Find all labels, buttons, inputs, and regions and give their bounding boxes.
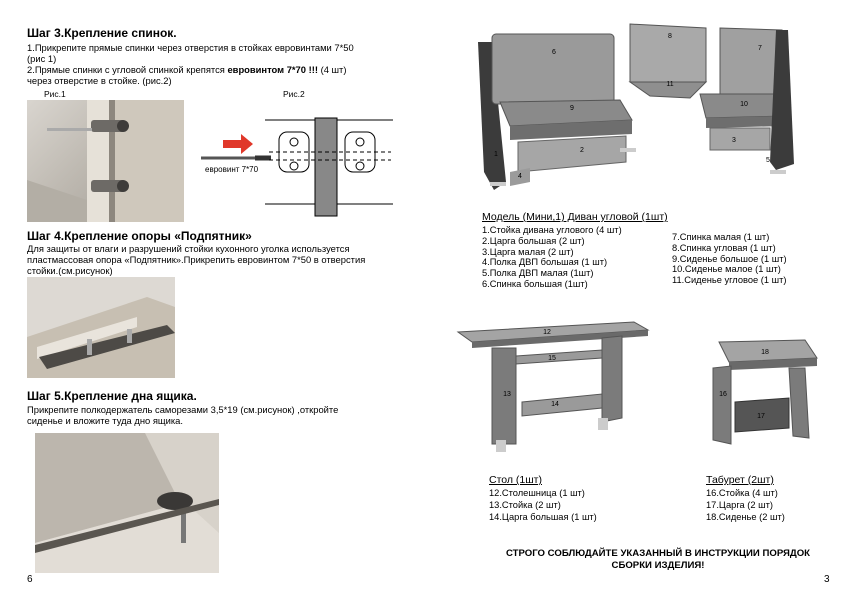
step5-line2: сиденье и вложите туда дно ящика.: [27, 415, 183, 426]
sofa-part-9: 9.Сиденье большое (1 шт): [672, 253, 787, 264]
part-marker-6: 6: [552, 49, 556, 56]
step4-text: Для защиты от влаги и разрушений стойки …: [27, 243, 427, 276]
stool-part-16: 16.Стойка (4 шт): [706, 488, 778, 498]
warning-line2: СБОРКИ ИЗДЕЛИЯ!: [611, 560, 705, 571]
stool-part-17: 17.Царга (2 шт): [706, 500, 773, 510]
part-marker-5: 5: [766, 157, 770, 164]
stool-parts: 16.Стойка (4 шт) 17.Царга (2 шт) 18.Сиде…: [706, 487, 785, 523]
part-marker-1: 1: [494, 151, 498, 158]
part-marker-4: 4: [518, 173, 522, 180]
step3-line1: 1.Прикрепите прямые спинки через отверст…: [27, 42, 354, 53]
part-marker-11: 11: [666, 81, 673, 88]
fig1-caption: Рис.1: [44, 89, 66, 99]
step4-photo: [27, 277, 175, 378]
sofa-drawing: 1 2 3 4 5 6 7 8 9 10 11: [478, 23, 794, 190]
part-marker-16: 16: [719, 391, 727, 398]
step4-title: Шаг 4.Крепление опоры «Подпятник»: [27, 229, 252, 243]
part-marker-2: 2: [580, 147, 584, 154]
step3-line3-pre: 2.Прямые спинки с угловой спинкой крепят…: [27, 64, 228, 75]
sofa-part-8: 8.Спинка угловая (1 шт): [672, 242, 776, 253]
warning-text: СТРОГО СОБЛЮДАЙТЕ УКАЗАННЫЙ В ИНСТРУКЦИИ…: [468, 548, 848, 572]
step4-line2: пластмассовая опора «Подпятник».Прикрепи…: [27, 254, 366, 265]
step5-photo: [35, 433, 219, 573]
sofa-part-2: 2.Царга большая (2 шт): [482, 235, 585, 246]
sofa-parts-right: 7.Спинка малая (1 шт) 8.Спинка угловая (…: [672, 232, 832, 288]
sofa-part-3: 3.Царга малая (2 шт): [482, 246, 574, 257]
step5-text: Прикрепите полкодержатель саморезами 3,5…: [27, 404, 399, 426]
warning-line1: СТРОГО СОБЛЮДАЙТЕ УКАЗАННЫЙ В ИНСТРУКЦИИ…: [505, 548, 811, 559]
step4-line3: стойки.(см.рисунок): [27, 265, 113, 276]
table-part-13: 13.Стойка (2 шт): [489, 500, 561, 510]
sofa-parts-left: 1.Стойка дивана углового (4 шт) 2.Царга …: [482, 225, 672, 293]
stool-title: Табурет (2шт): [706, 474, 774, 486]
fig2-drawing: [201, 117, 393, 217]
sofa-part-11: 11.Сиденье угловое (1 шт): [672, 275, 787, 286]
table-part-12: 12.Столешница (1 шт): [489, 488, 585, 498]
step3-line3-bold: евровинтом 7*70 !!!: [227, 64, 318, 75]
stool-drawing: 16 17 18: [712, 339, 818, 445]
table-part-14: 14.Царга большая (1 шт): [489, 512, 597, 522]
sofa-title: Модель (Мини,1) Диван угловой (1шт): [482, 211, 668, 223]
step3-line3-post: (4 шт): [317, 64, 347, 75]
part-marker-12: 12: [543, 329, 551, 336]
sofa-part-1: 1.Стойка дивана углового (4 шт): [482, 225, 622, 235]
table-title: Стол (1шт): [489, 474, 542, 486]
stool-part-18: 18.Сиденье (2 шт): [706, 512, 785, 522]
part-marker-7: 7: [758, 45, 762, 52]
sofa-part-10: 10.Сиденье малое (1 шт): [672, 264, 781, 275]
left-page-number: 6: [27, 574, 33, 585]
fig1-photo: [27, 100, 184, 222]
sofa-part-7: 7.Спинка малая (1 шт): [672, 232, 770, 242]
part-marker-10: 10: [740, 101, 748, 108]
step3-line4: через отверстие в стойке. (рис.2): [27, 75, 172, 86]
sofa-part-4: 4.Полка ДВП большая (1 шт): [482, 257, 608, 268]
fig2-caption: Рис.2: [283, 89, 305, 99]
step4-line1: Для защиты от влаги и разрушений стойки …: [27, 243, 350, 254]
step3-title: Шаг 3.Крепление спинок.: [27, 26, 177, 40]
step3-text: 1.Прикрепите прямые спинки через отверст…: [27, 42, 427, 86]
table-drawing: 12 13 14 15: [456, 321, 650, 452]
part-marker-18: 18: [761, 349, 769, 356]
part-marker-3: 3: [732, 137, 736, 144]
part-marker-8: 8: [668, 33, 672, 40]
part-marker-15: 15: [548, 355, 556, 362]
screw-label: евровинт 7*70: [205, 165, 259, 174]
step3-line2: (рис 1): [27, 53, 57, 64]
right-page-number: 3: [824, 574, 830, 585]
sofa-part-6: 6.Спинка большая (1шт): [482, 278, 588, 289]
step3-line3: 2.Прямые спинки с угловой спинкой крепят…: [27, 64, 427, 75]
step5-line1: Прикрепите полкодержатель саморезами 3,5…: [27, 404, 339, 415]
part-marker-9: 9: [570, 105, 574, 112]
table-parts: 12.Столешница (1 шт) 13.Стойка (2 шт) 14…: [489, 487, 597, 523]
part-marker-13: 13: [503, 391, 511, 398]
step5-title: Шаг 5.Крепление дна ящика.: [27, 389, 197, 403]
part-marker-14: 14: [551, 401, 559, 408]
part-marker-17: 17: [757, 413, 765, 420]
red-arrow-icon: [223, 134, 253, 154]
sofa-part-5: 5.Полка ДВП малая (1шт): [482, 268, 594, 279]
